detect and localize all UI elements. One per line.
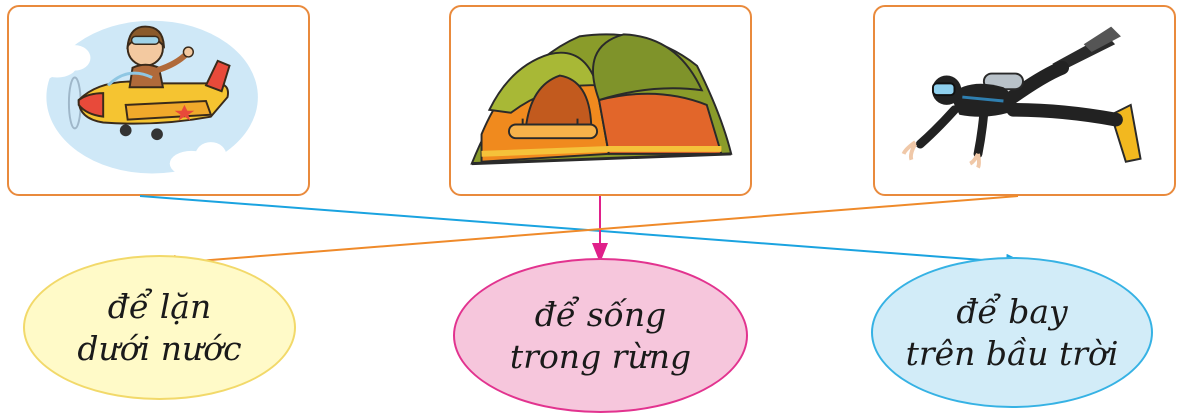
bubble-sky-line2: trên bầu trời — [906, 333, 1119, 374]
arrow-diver-to-underwater — [160, 196, 1018, 264]
card-tent — [449, 5, 752, 196]
bubble-forest-line1: để sống — [535, 294, 666, 335]
scuba-diver-illustration — [875, 7, 1174, 194]
arrow-plane-to-sky — [140, 196, 1022, 263]
airplane-pilot-illustration — [9, 7, 308, 194]
card-airplane — [7, 5, 310, 196]
card-diver — [873, 5, 1176, 196]
bubble-underwater-line1: để lặn — [108, 286, 211, 327]
tent-illustration — [451, 7, 750, 194]
bubble-sky[interactable]: để bay trên bầu trời — [871, 257, 1153, 408]
bubble-forest-line2: trong rừng — [510, 336, 691, 377]
bubble-underwater[interactable]: để lặn dưới nước — [23, 255, 296, 400]
bubble-underwater-line2: dưới nước — [77, 328, 241, 369]
bubble-forest[interactable]: để sống trong rừng — [453, 258, 748, 413]
bubble-sky-line1: để bay — [956, 291, 1067, 332]
